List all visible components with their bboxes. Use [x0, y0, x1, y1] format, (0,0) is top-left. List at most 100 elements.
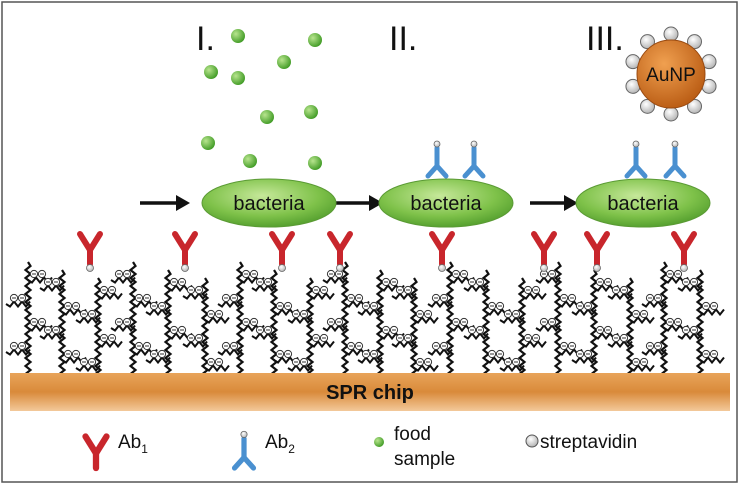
- charge-marker: [43, 277, 61, 287]
- polymer-chain: [23, 261, 33, 375]
- charge-marker: [361, 301, 379, 311]
- charge-marker: [221, 293, 239, 303]
- streptavidin-dot: [687, 34, 703, 50]
- polymer-branch: [322, 323, 348, 333]
- charge-marker: [255, 325, 273, 335]
- ab1-icon: [531, 231, 557, 267]
- legend-streptavidin-label: streptavidin: [540, 432, 637, 453]
- streptavidin-dot: [86, 264, 94, 272]
- charge-marker: [79, 309, 97, 319]
- polymer-chain: [128, 261, 138, 375]
- charge-marker: [487, 349, 505, 359]
- ab2-icon: [425, 140, 449, 179]
- polymer-branch: [145, 307, 171, 317]
- polymer-chain: [659, 261, 669, 375]
- polymer-chain: [57, 269, 67, 375]
- charge-marker: [539, 317, 557, 327]
- food-sample-dot: [201, 136, 215, 150]
- charge-marker: [381, 325, 399, 335]
- polymer-branch: [39, 331, 65, 341]
- charge-marker: [311, 333, 329, 343]
- charge-marker: [611, 285, 629, 295]
- polymer-branch: [287, 315, 313, 325]
- streptavidin-dot: [336, 264, 344, 272]
- legend-food-icon: [374, 437, 384, 447]
- arrow-right-icon: [530, 195, 578, 211]
- polymer-branch: [110, 323, 136, 333]
- polymer-branch: [217, 299, 243, 309]
- charge-marker: [63, 301, 81, 311]
- polymer-branch: [357, 355, 383, 365]
- charge-marker: [523, 333, 541, 343]
- biotin-dot: [240, 430, 248, 438]
- polymer-chain: [305, 277, 315, 375]
- charge-marker: [241, 317, 259, 327]
- ab1-icon: [327, 231, 353, 267]
- polymer-branch: [629, 363, 655, 373]
- polymer-branch: [499, 315, 525, 325]
- charge-marker: [701, 301, 719, 311]
- polymer-branch: [629, 315, 655, 325]
- polymer-branch: [641, 299, 667, 309]
- charge-marker: [631, 309, 649, 319]
- food-sample-dot: [308, 156, 322, 170]
- polymer-branch: [571, 307, 597, 317]
- streptavidin-dot: [181, 264, 189, 272]
- charge-marker: [275, 349, 293, 359]
- charge-marker: [206, 357, 224, 367]
- bacteria-cell: bacteria: [575, 178, 711, 228]
- stage-2-numeral: II.: [389, 20, 417, 58]
- polymer-branch: [182, 339, 208, 349]
- charge-marker: [595, 325, 613, 335]
- polymer-chain: [481, 269, 491, 375]
- legend-ab2-label: Ab2: [265, 432, 295, 456]
- charge-marker: [9, 341, 27, 351]
- ab2-icon: [231, 430, 257, 471]
- polymer-branch: [5, 299, 31, 309]
- charge-marker: [539, 269, 557, 279]
- food-sample-dot: [243, 154, 257, 168]
- aunp-core: [636, 39, 706, 109]
- polymer-chain: [517, 277, 527, 375]
- polymer-branch: [75, 363, 101, 373]
- charge-marker: [326, 317, 344, 327]
- polymer-branch: [413, 363, 439, 373]
- food-sample-particles: [201, 29, 322, 170]
- charge-marker: [431, 293, 449, 303]
- charge-marker: [114, 317, 132, 327]
- legend: Ab1 Ab2 food sample streptavidin: [82, 424, 637, 472]
- charge-marker: [559, 293, 577, 303]
- ab2-icon: [663, 140, 687, 179]
- ab1-icon: [671, 231, 697, 267]
- biotin-dot: [632, 140, 640, 148]
- charge-marker: [575, 349, 593, 359]
- polymer-chain: [625, 277, 635, 375]
- polymer-branch: [391, 339, 417, 349]
- polymer-branch: [204, 315, 230, 325]
- charge-marker: [395, 285, 413, 295]
- charge-marker: [241, 269, 259, 279]
- polymer-branch: [699, 355, 725, 365]
- charge-marker: [645, 341, 663, 351]
- ab1-icon: [77, 231, 103, 267]
- legend-food-line1: food: [394, 424, 431, 445]
- charge-marker: [149, 301, 167, 311]
- charge-marker: [149, 349, 167, 359]
- charge-marker: [9, 293, 27, 303]
- charge-marker: [63, 349, 81, 359]
- charge-marker: [346, 293, 364, 303]
- charge-marker: [451, 317, 469, 327]
- food-sample-dot: [231, 71, 245, 85]
- charge-marker: [451, 269, 469, 279]
- charge-marker: [134, 341, 152, 351]
- ab2-icon: [462, 140, 486, 179]
- streptavidin-dot: [680, 264, 688, 272]
- bacteria-label: bacteria: [607, 193, 679, 215]
- polymer-branch: [607, 291, 633, 301]
- polymer-branch: [699, 307, 725, 317]
- charge-marker: [559, 341, 577, 351]
- polymer-branch: [322, 275, 348, 285]
- charge-marker: [206, 309, 224, 319]
